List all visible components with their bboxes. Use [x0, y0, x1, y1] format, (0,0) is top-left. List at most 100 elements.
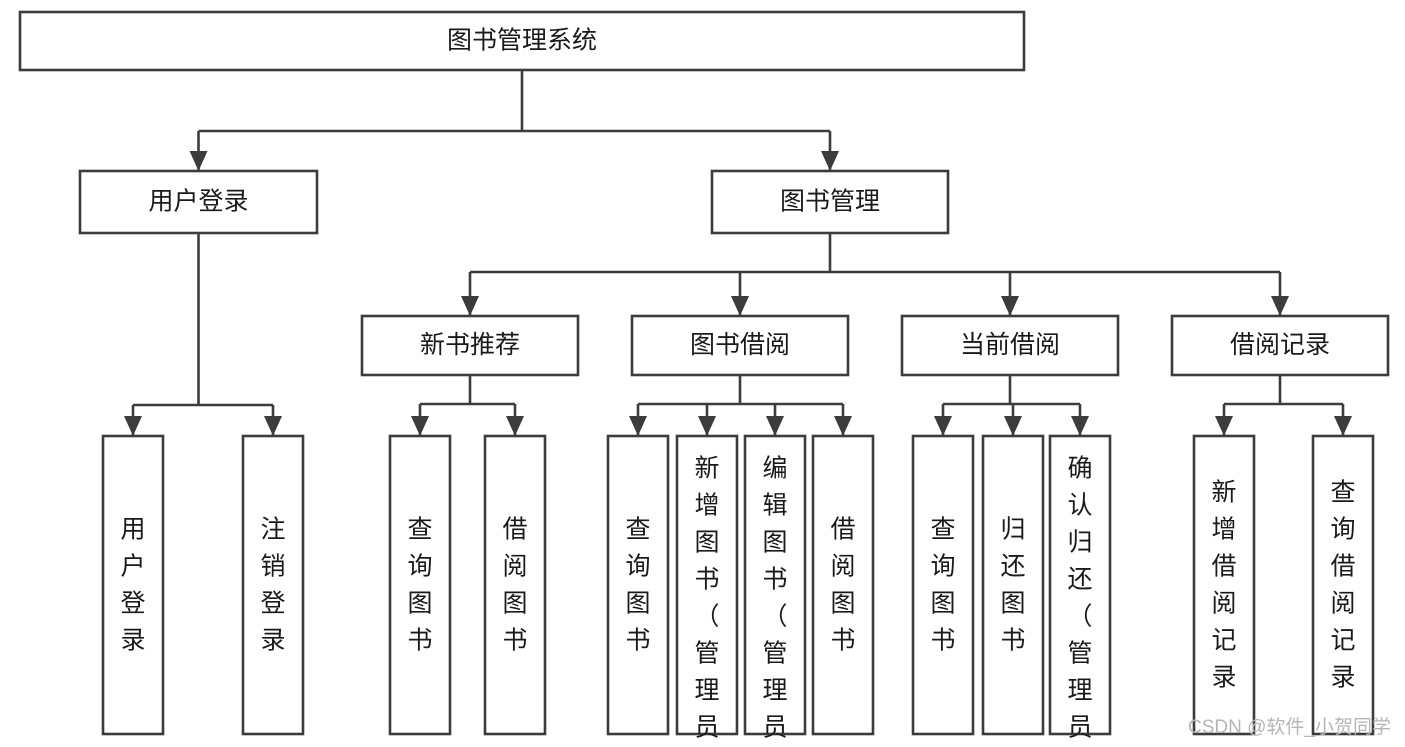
leaf-label-char: 认	[1067, 492, 1092, 520]
leaf-label-char: 书	[407, 627, 432, 655]
node-new-book-recommend[interactable]: 新书推荐	[360, 314, 580, 377]
leaf-label-char: 登	[120, 590, 145, 618]
node-box	[1192, 434, 1256, 736]
leaf-label-char: 录	[1330, 664, 1355, 692]
leaf-label-char: 查	[625, 516, 650, 544]
leaf-label-char: 销	[260, 553, 285, 581]
leaf-label-char: 书	[762, 566, 787, 594]
node-current-borrow[interactable]: 当前借阅	[900, 314, 1120, 377]
leaf-label-char: 注	[260, 516, 285, 544]
leaf-label-char: 员	[1067, 714, 1092, 742]
leaf-label-char: 图	[502, 590, 527, 618]
leaf-label-char: 管	[762, 640, 787, 668]
node-box	[78, 169, 319, 235]
csdn-watermark: CSDN @软件_小贺同学	[1188, 717, 1391, 738]
node-label: 图书管理系统	[447, 27, 597, 55]
leaf-label-char: 录	[120, 627, 145, 655]
node-box	[483, 434, 547, 736]
node-box	[675, 434, 739, 736]
node-label: 图书借阅	[690, 331, 790, 359]
node-box	[710, 169, 950, 235]
arrow-head-icon	[698, 416, 716, 436]
leaf-label-char: 借	[830, 516, 855, 544]
leaf-label-char: 员	[762, 714, 787, 742]
node-box	[388, 434, 452, 736]
leaf-label-char: 确	[1067, 455, 1092, 483]
leaf-label-char: 询	[930, 553, 955, 581]
leaf-label-char: 登	[260, 590, 285, 618]
leaf-label-char: 归	[1000, 516, 1025, 544]
leaf-label-char: 询	[625, 553, 650, 581]
leaf-label-char: 员	[694, 714, 719, 742]
leaf-label-char: 录	[1211, 664, 1236, 692]
leaf-label-char: 编	[762, 455, 787, 483]
leaf-label-char: 理	[694, 677, 719, 705]
arrow-head-icon	[934, 416, 952, 436]
node-root[interactable]: 图书管理系统	[18, 10, 1026, 72]
node-box	[900, 314, 1120, 377]
arrow-head-icon	[411, 416, 429, 436]
node-box	[360, 314, 580, 377]
node-book-borrow[interactable]: 图书借阅	[630, 314, 850, 377]
leaf-label-char: 增	[694, 492, 719, 520]
leaf-label-char: 还	[1000, 553, 1025, 581]
leaf-label-char: 书	[930, 627, 955, 655]
arrow-head-icon	[766, 416, 784, 436]
arrow-head-icon	[124, 416, 142, 436]
leaf-label-char: 图	[930, 590, 955, 618]
node-box	[911, 434, 975, 736]
leaf-label-char: 录	[260, 627, 285, 655]
leaf-label-char: 图	[830, 590, 855, 618]
leaf-label-char: 借	[502, 516, 527, 544]
leaf-label-char: 图	[407, 590, 432, 618]
leaf-label-char: 书	[625, 627, 650, 655]
arrow-head-icon	[506, 416, 524, 436]
leaf-label-char: 阅	[1211, 590, 1236, 618]
node-label: 借阅记录	[1230, 331, 1330, 359]
node-borrow-record[interactable]: 借阅记录	[1170, 314, 1390, 377]
connector-layer	[124, 70, 1352, 436]
leaf-label-char: 新	[1211, 479, 1236, 507]
arrow-head-icon	[1215, 416, 1233, 436]
leaf-label-char: 理	[1067, 677, 1092, 705]
leaf-label-char: 询	[407, 553, 432, 581]
leaf-label-char: 理	[762, 677, 787, 705]
node-label: 当前借阅	[960, 331, 1060, 359]
node-box	[743, 434, 807, 736]
node-label: 新书推荐	[420, 331, 520, 359]
arrow-head-icon	[834, 416, 852, 436]
arrow-head-icon	[1271, 296, 1289, 316]
leaf-label-char: 管	[694, 640, 719, 668]
leaf-label-char: 书	[830, 627, 855, 655]
leaf-node-leaf-user-login[interactable]: 用户登录	[101, 434, 165, 736]
arrow-head-icon	[264, 416, 282, 436]
node-box	[1048, 434, 1112, 736]
node-box	[101, 434, 165, 736]
arrow-head-icon	[1334, 416, 1352, 436]
leaf-label-char: 阅	[830, 553, 855, 581]
node-book-management[interactable]: 图书管理	[710, 169, 950, 235]
leaf-label-char: 记	[1211, 627, 1236, 655]
leaf-label-char: 图	[694, 529, 719, 557]
leaf-label-char: （	[694, 603, 719, 631]
leaf-label-char: （	[762, 603, 787, 631]
node-user-login[interactable]: 用户登录	[78, 169, 319, 235]
leaf-label-char: 书	[1000, 627, 1025, 655]
leaf-label-char: 借	[1330, 553, 1355, 581]
node-box	[1311, 434, 1375, 736]
leaf-label-char: 用	[120, 516, 145, 544]
arrow-head-icon	[821, 151, 839, 171]
